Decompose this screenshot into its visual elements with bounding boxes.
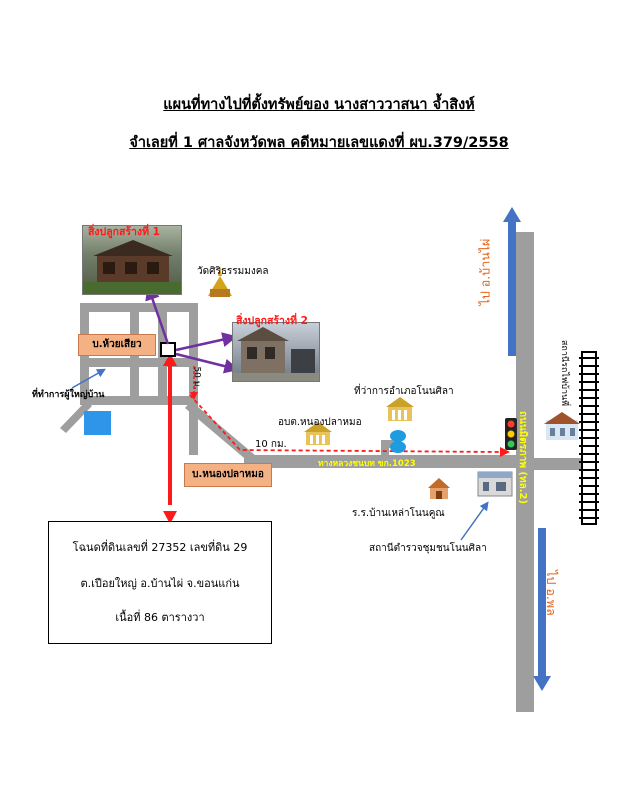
pond-icon: [84, 411, 111, 435]
government-building-icon-tao: [304, 422, 332, 445]
building-1-photo: [82, 225, 182, 295]
tao-access-road-2: [381, 440, 399, 448]
mittraphap-highway: [516, 232, 534, 712]
police-station-icon: [477, 471, 513, 497]
distance-50m-label: 50 ม.: [191, 366, 202, 390]
deed-area: เนื้อที่ 86 ตารางวา: [115, 611, 205, 624]
to-phon-label: ไป อ.พล: [543, 570, 559, 616]
arrow-to-phon: [533, 528, 551, 691]
deed-location: ต.เปือยใหญ่ อ.บ้านไผ่ จ.ขอนแก่น: [80, 577, 240, 590]
police-station-label: สถานีตำรวจชุมชนโนนศิลา: [369, 543, 487, 554]
land-deed-info-box: โฉนดที่ดินเลขที่ 27352 เลขที่ดิน 29 ต.เป…: [48, 521, 272, 644]
mittraphap-road-label: ถนนมิตรภาพ (ทล.2): [517, 410, 529, 505]
temple-icon: [208, 266, 232, 297]
district-office-label: ที่ว่าการอำเภอโนนศิลา: [354, 386, 454, 397]
train-station-icon: [544, 412, 580, 440]
headman-office-label: ที่ทำการผู้ใหญ่บ้าน: [32, 390, 105, 400]
deed-number: โฉนดที่ดินเลขที่ 27352 เลขที่ดิน 29: [72, 541, 248, 554]
map-subtitle: จำเลยที่ 1 ศาลจังหวัดพล คดีหมายเลขแดงที่…: [129, 135, 509, 151]
road-diagonal-sw: [60, 401, 92, 433]
rural-road-1023: [244, 455, 521, 468]
building-2-photo: [232, 322, 320, 382]
land-plot-marker: [160, 342, 176, 357]
distance-10km-label: 10 กม.: [255, 439, 287, 450]
government-building-icon-district: [386, 397, 414, 421]
building-1-label: สิ่งปลูกสร้างที่ 1: [88, 226, 160, 238]
to-ban-phai-label: ไป อ.บ้านไผ่: [477, 238, 493, 306]
map-title: แผนที่ทางไปที่ตั้งทรัพย์ของ นางสาววาสนา …: [163, 97, 475, 113]
route-dotted: [189, 394, 501, 453]
railway-track-icon: [579, 351, 599, 525]
village-nong-pla-mo-callout: บ.หนองปลาหมอ: [184, 463, 272, 487]
building-2-label: สิ่งปลูกสร้างที่ 2: [236, 315, 308, 327]
school-icon: [428, 478, 450, 499]
temple-label: วัดศิริธรรมมงคล: [197, 266, 269, 277]
school-label: ร.ร.บ้านเหล่าโนนคูณ: [352, 508, 445, 519]
tao-access-road: [381, 440, 389, 458]
traffic-light-icon: [505, 418, 517, 450]
side-road-east: [521, 458, 581, 470]
tao-label: อบต.หนองปลาหมอ: [278, 417, 362, 428]
rural-road-label: ทางหลวงชนบท ขก.1023: [318, 459, 416, 469]
arrow-to-ban-phai: [503, 207, 521, 356]
railway-station-label: สถานีรถไฟบ้านพี่: [559, 339, 570, 407]
village-huai-siao-callout: บ.ห้วยเสียว: [78, 334, 156, 356]
water-tower-icon: [390, 430, 406, 453]
